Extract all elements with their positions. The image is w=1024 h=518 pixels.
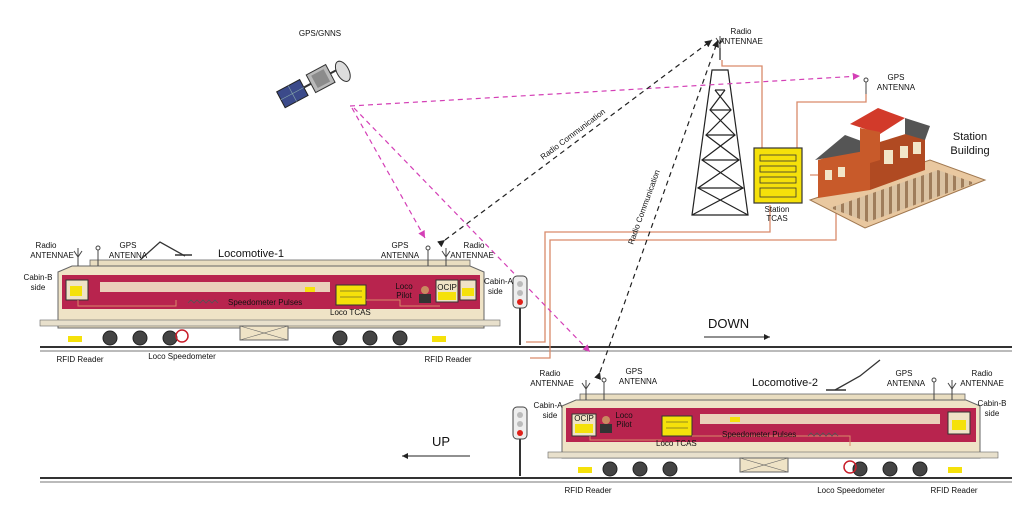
loco2-gps-right-2: ANTENNA (887, 379, 926, 388)
loco1-radio-right-1: Radio (464, 241, 485, 250)
loco2-title: Locomotive-2 (752, 377, 818, 389)
loco2-cabin-b-2: side (985, 409, 1000, 418)
loco2-tcas-label: Loco TCAS (656, 439, 697, 448)
loco1-radio-left-1: Radio (36, 241, 57, 250)
loco1-rfid-left: RFID Reader (56, 355, 103, 364)
loco1-ocip: OCIP (437, 283, 457, 292)
loco1-pilot-1: Loco (395, 282, 413, 291)
loco2-cabin-b-1: Cabin-B (978, 399, 1007, 408)
loco2-gps-right-1: GPS (896, 369, 913, 378)
radio-links (437, 39, 719, 380)
direction-up-label: UP (432, 434, 450, 449)
loco2-radio-left-2: ANTENNAE (530, 379, 574, 388)
station-building (808, 108, 987, 229)
station-tcas-label-1: Station (765, 205, 790, 214)
loco1-gps-right-2: ANTENNA (381, 251, 420, 260)
loco2-radio-left-1: Radio (540, 369, 561, 378)
tower-label-2: ANTENNAE (719, 37, 763, 46)
loco1-title: Locomotive-1 (218, 248, 284, 260)
loco2-ocip: OCIP (574, 414, 594, 423)
tower-label-1: Radio (731, 27, 752, 36)
loco1-cabin-b-1: Cabin-B (24, 273, 53, 282)
loco2-rfid-left: RFID Reader (564, 486, 611, 495)
radio-comm-label-2: Radio Communication (626, 169, 661, 246)
loco2-pilot-2: Pilot (616, 420, 632, 429)
loco1-pilot-2: Pilot (396, 291, 412, 300)
loco1-cabin-a-1: Cabin-A (484, 277, 514, 286)
station-tcas-label-2: TCAS (766, 214, 787, 223)
signal-upper-icon (512, 275, 528, 345)
loco1-cabin-a-2: side (488, 287, 503, 296)
loco1-radio-left-2: ANTENNAE (30, 251, 74, 260)
loco2-rfid-right: RFID Reader (930, 486, 977, 495)
track-upper (40, 346, 1012, 352)
track-lower (40, 477, 1012, 483)
loco1-speedometer: Loco Speedometer (148, 352, 216, 361)
signal-lower-icon (512, 406, 528, 476)
loco2-speedometer-pulses: Speedometer Pulses (722, 430, 796, 439)
loco2-cabin-a-2: side (543, 411, 558, 420)
satellite-icon (276, 60, 351, 109)
loco2-pilot-1: Loco (615, 411, 633, 420)
station-gps-antenna-icon (863, 77, 869, 94)
radio-tower (691, 48, 749, 216)
loco1-radio-right-2: ANTENNAE (450, 251, 494, 260)
loco1-gps-right-1: GPS (392, 241, 409, 250)
station-label-1: Station (953, 131, 987, 143)
station-gps-label-2: ANTENNA (877, 83, 916, 92)
loco1-cabin-b-2: side (31, 283, 46, 292)
locomotive-2 (547, 359, 999, 477)
direction-down-label: DOWN (708, 316, 749, 331)
loco1-gps-left-2: ANTENNA (109, 251, 148, 260)
loco1-gps-left-1: GPS (120, 241, 137, 250)
station-gps-label-1: GPS (888, 73, 905, 82)
loco1-tcas-label: Loco TCAS (330, 308, 371, 317)
loco1-speedometer-pulses: Speedometer Pulses (228, 298, 302, 307)
station-tcas-box (753, 147, 803, 204)
loco2-gps-left-1: GPS (626, 367, 643, 376)
radio-comm-label-1: Radio Communication (539, 107, 607, 162)
loco2-gps-left-2: ANTENNA (619, 377, 658, 386)
loco2-cabin-a-1: Cabin-A (534, 401, 564, 410)
locomotive-1 (39, 241, 501, 346)
loco2-speedometer: Loco Speedometer (817, 486, 885, 495)
loco1-rfid-right: RFID Reader (424, 355, 471, 364)
loco2-radio-right-1: Radio (972, 369, 993, 378)
station-label-2: Building (950, 145, 989, 157)
satellite-label: GPS/GNNS (299, 29, 341, 38)
loco2-radio-right-2: ANTENNAE (960, 379, 1004, 388)
